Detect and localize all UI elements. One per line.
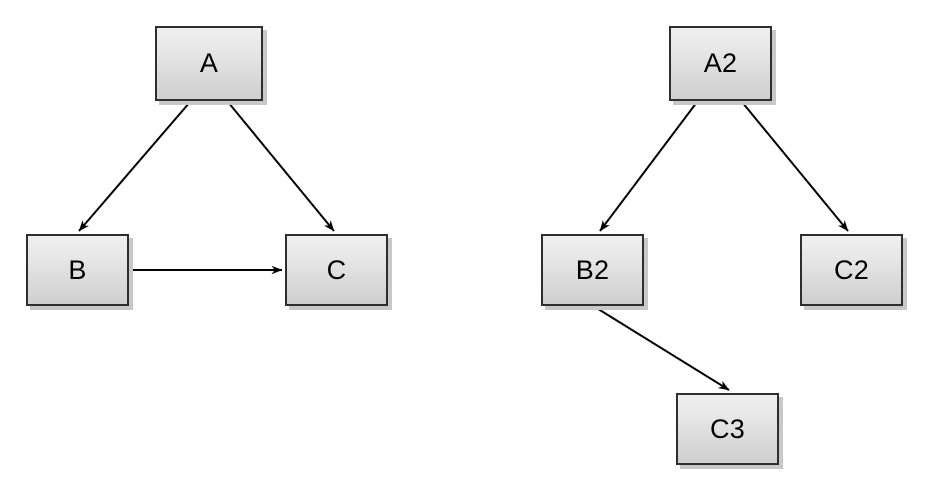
node-a2-label: A2 [703,48,738,78]
node-b-label: B [68,254,87,285]
node-a-label: A [199,48,219,78]
edge-a-to-b [78,101,191,232]
node-a[interactable]: A [155,26,263,101]
node-a2[interactable]: A2 [669,26,772,101]
node-c[interactable]: C [285,234,388,306]
node-c-label: C [326,254,347,285]
node-c2-label: C2 [834,254,869,285]
node-c3-label: C3 [710,413,745,444]
node-b2-label: B2 [575,254,610,285]
node-b2[interactable]: B2 [541,234,644,306]
node-b[interactable]: B [26,234,129,306]
edge-b2-to-c3 [594,306,730,391]
node-c2[interactable]: C2 [800,234,903,306]
edge-a2-to-b2 [599,101,698,232]
edge-a2-to-c2 [741,101,849,232]
edge-a-to-c [227,101,335,232]
node-c3[interactable]: C3 [676,393,779,465]
